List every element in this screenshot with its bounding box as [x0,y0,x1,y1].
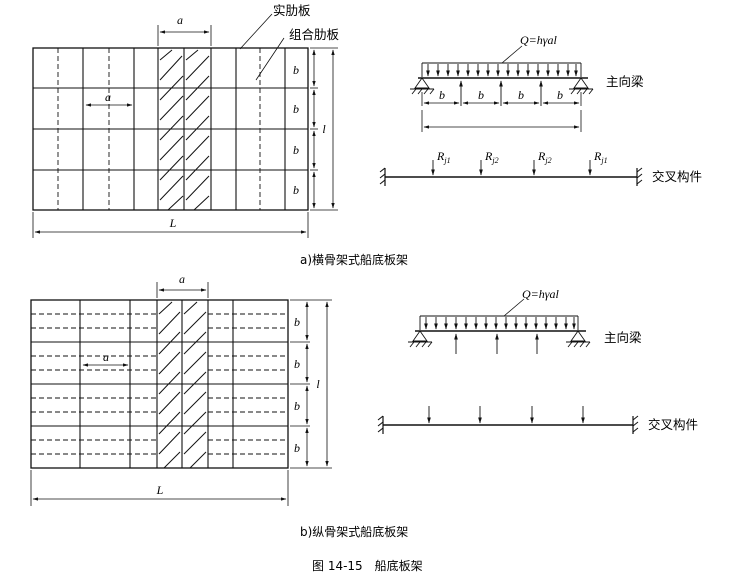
top-beam-labels: Q=hγal 主向梁 b b b b [439,33,644,102]
bottom-dim-l: l [316,377,320,391]
bottom-dim-b3: b [294,399,300,413]
caption-a: a)横骨架式船底板架 [300,252,408,267]
top-dim-a-inner-label: a [105,90,111,104]
top-grid-solid-lines [33,48,308,210]
top-leader-plate [239,13,273,50]
figure-caption: 图 14-15 船底板架 [312,558,423,573]
bottom-support-reactions-up [454,333,539,354]
top-dim-a [157,25,212,46]
top-dim-b4: b [293,183,299,197]
bottom-dim-b [290,299,332,469]
top-dim-b [310,47,338,211]
top-cross-member-label: 交叉构件 [652,169,702,184]
bottom-grillage-labels: a a b b b b l L [103,272,320,497]
top-spacing-b2: b [478,88,484,102]
top-support-reactions-up [459,80,543,106]
bottom-dim-b4: b [294,441,300,455]
bottom-dim-L [30,470,289,506]
top-spacing-b4: b [557,88,563,102]
top-main-beam [410,45,594,132]
bottom-load-leader [503,298,525,317]
label-composite-floor: 组合肋板 [289,27,340,42]
top-dim-L [32,212,309,238]
top-load-label: Q=hγal [520,33,557,47]
top-dim-b2: b [293,102,299,116]
bottom-beam-labels: Q=hγal 主向梁 [522,287,642,345]
top-spacing-b1: b [439,88,445,102]
top-spacing-dims [421,92,582,132]
top-load-leader [501,45,523,64]
bottom-main-beam [408,298,591,354]
top-grillage [32,13,338,238]
top-dim-b3: b [293,143,299,157]
bottom-dim-b1: b [294,315,300,329]
bottom-dim-b2: b [294,357,300,371]
label-solid-floor: 实肋板 [273,3,311,18]
bottom-hatched-band [158,301,207,469]
reaction-4: Rj1 [593,149,608,165]
top-left-support [410,77,435,95]
reaction-3: Rj2 [537,149,552,165]
reaction-1: Rj1 [436,149,451,165]
bottom-grid-solid-lines [31,300,288,468]
top-grid-dashed-frames [57,48,261,210]
bottom-left-support [408,330,433,348]
reaction-2: Rj2 [484,149,499,165]
top-grillage-labels: a a 实肋板 组合肋板 b b b b l L [105,3,340,230]
top-dim-l: l [322,122,326,136]
bottom-main-beam-label: 主向梁 [604,330,642,345]
top-dim-b1: b [293,63,299,77]
top-main-beam-label: 主向梁 [606,74,644,89]
bottom-dim-a-inner-label: a [103,350,109,364]
top-leader-composite [255,37,285,81]
bottom-load-arrows [424,317,576,330]
top-dim-L-label: L [169,216,177,230]
bottom-cross-member-label: 交叉构件 [648,417,698,432]
top-cross-member [379,160,643,186]
top-right-support [569,77,594,95]
top-dim-a-label: a [177,13,183,27]
bottom-dim-a-label: a [179,272,185,286]
bottom-cross-member [377,406,639,434]
bottom-right-support [566,330,591,348]
top-reaction-labels: Rj1 Rj2 Rj2 Rj1 交叉构件 [436,149,702,184]
top-hatched-band [159,49,210,211]
bottom-dim-L-label: L [156,483,164,497]
top-spacing-b3: b [518,88,524,102]
top-load-arrows [426,64,578,77]
bottom-dim-a [156,282,209,298]
bottom-load-label: Q=hγal [522,287,559,301]
bottom-grid-dashed-stiffeners [31,313,288,455]
caption-b: b)纵骨架式船底板架 [300,524,408,539]
bottom-grillage [30,282,332,506]
